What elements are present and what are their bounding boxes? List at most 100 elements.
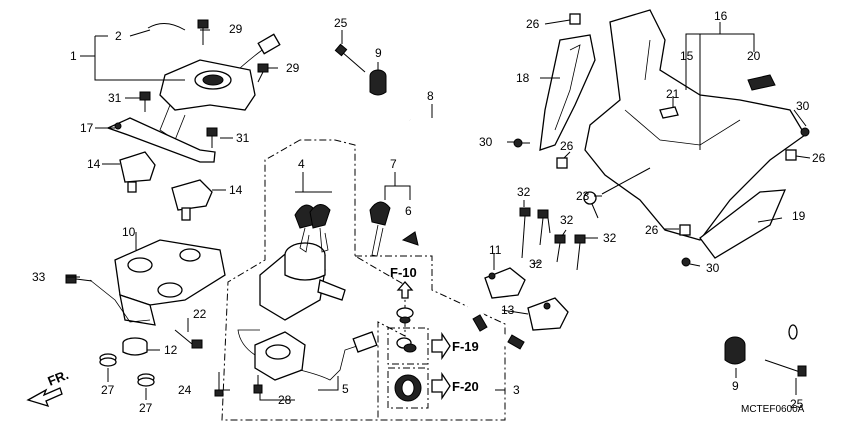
bolt-32-c xyxy=(554,234,566,263)
bolt-31-right xyxy=(206,127,218,148)
grommet-f19 xyxy=(396,337,417,353)
label-2: 2 xyxy=(115,29,122,43)
bolt-31-left xyxy=(139,91,151,112)
switch-sub-assembly xyxy=(237,329,378,381)
ignition-switch xyxy=(259,242,346,321)
cover-panel-19 xyxy=(699,189,787,259)
handlebar-cover-main-16 xyxy=(584,9,806,241)
bolt-32-d xyxy=(574,234,586,271)
label-25-bottom: 25 xyxy=(790,397,804,411)
label-16: 16 xyxy=(714,9,728,23)
label-9-top: 9 xyxy=(375,46,382,60)
circlip xyxy=(147,23,186,31)
upper-bracket xyxy=(159,33,281,141)
clip-26-d xyxy=(679,224,691,236)
label-7: 7 xyxy=(390,157,397,171)
label-32-c: 32 xyxy=(603,231,617,245)
label-8: 8 xyxy=(427,89,434,103)
screw-30-a xyxy=(513,138,530,148)
key-set xyxy=(294,204,331,253)
leader-lines xyxy=(66,19,811,401)
label-1: 1 xyxy=(70,49,77,63)
label-12: 12 xyxy=(164,343,178,357)
bolt-29-right xyxy=(257,63,269,83)
bolt-22 xyxy=(174,329,203,349)
arrow-f20 xyxy=(431,371,451,401)
cushion-rubber xyxy=(122,337,148,356)
label-32-a: 32 xyxy=(517,185,531,199)
bolt-29-top xyxy=(197,19,209,45)
label-4: 4 xyxy=(298,157,305,171)
wire-stay xyxy=(106,117,216,163)
diagram-code: MCTEF0600A xyxy=(741,404,805,415)
label-18: 18 xyxy=(516,71,530,85)
clip-26-b xyxy=(556,157,568,169)
upper-holder-left xyxy=(119,151,156,193)
label-29-top: 29 xyxy=(229,22,243,36)
handlebar-upper-holder-13 xyxy=(527,297,569,331)
grommet-f10 xyxy=(396,307,414,324)
label-26-top: 26 xyxy=(526,17,540,31)
bar-end-weight-top xyxy=(369,69,387,96)
label-31-right: 31 xyxy=(236,131,250,145)
label-22: 22 xyxy=(193,307,207,321)
label-9-bottom: 9 xyxy=(732,379,739,393)
arrow-f19 xyxy=(431,331,451,361)
label-32-b: 32 xyxy=(560,213,574,227)
box-f19 xyxy=(387,327,429,365)
label-23: 23 xyxy=(576,189,590,203)
label-10: 10 xyxy=(122,225,136,239)
label-32-d: 32 xyxy=(529,257,543,271)
front-direction-arrow: FR. xyxy=(26,367,71,408)
bolt-32-b xyxy=(537,209,549,246)
bolt-32-a xyxy=(519,207,531,259)
bar-end-screw-top xyxy=(334,43,366,73)
label-29-right: 29 xyxy=(286,61,300,75)
upper-holder-right xyxy=(171,179,213,221)
washer-27-bottom xyxy=(137,373,155,387)
grommet-f20 xyxy=(394,374,422,402)
label-33: 33 xyxy=(32,270,46,284)
label-27-right: 27 xyxy=(139,401,153,415)
label-26-right: 26 xyxy=(812,151,826,165)
label-26-mid: 26 xyxy=(560,139,574,153)
pad-20 xyxy=(747,74,776,91)
label-26-low: 26 xyxy=(645,223,659,237)
label-19: 19 xyxy=(792,209,806,223)
label-17: 17 xyxy=(80,121,94,135)
screw-30-b xyxy=(800,127,810,137)
label-20: 20 xyxy=(747,49,761,63)
screw-30-c xyxy=(681,257,691,267)
ref-f20-label: F-20 xyxy=(452,379,479,394)
label-28: 28 xyxy=(278,393,292,407)
ref-f19-label: F-19 xyxy=(452,339,479,354)
clip-26-c xyxy=(785,149,797,161)
label-13: 13 xyxy=(501,303,515,317)
label-15: 15 xyxy=(680,49,694,63)
washer-27-top xyxy=(99,353,117,367)
bar-end-weight-bottom xyxy=(724,336,746,365)
label-25-top: 25 xyxy=(334,16,348,30)
bar-end-screw-bottom xyxy=(764,359,807,377)
group-boundary xyxy=(221,139,406,421)
lower-holder xyxy=(114,239,226,326)
label-30-left: 30 xyxy=(479,135,493,149)
handlebar-pipe xyxy=(407,115,798,351)
clip-26-a xyxy=(569,13,581,25)
bolt-33 xyxy=(65,274,93,284)
box-f20 xyxy=(387,367,429,409)
label-14-right: 14 xyxy=(229,183,243,197)
ref-f10 xyxy=(396,281,414,299)
label-11: 11 xyxy=(489,243,502,257)
label-14-left: 14 xyxy=(87,157,101,171)
bolt-24 xyxy=(214,372,224,397)
label-31-left: 31 xyxy=(108,91,122,105)
label-5: 5 xyxy=(342,382,349,396)
ref-f10-label: F-10 xyxy=(390,265,417,280)
label-3: 3 xyxy=(513,383,520,397)
label-6: 6 xyxy=(405,204,412,218)
screw-23 xyxy=(583,191,599,219)
key-blank xyxy=(369,201,391,257)
label-21: 21 xyxy=(666,87,680,101)
